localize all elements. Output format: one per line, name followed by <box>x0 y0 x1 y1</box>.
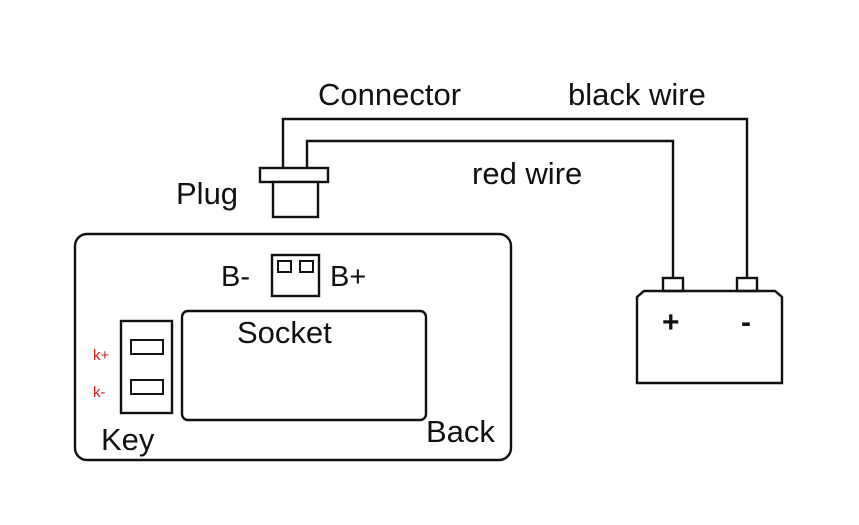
key-housing <box>119 319 174 415</box>
b-plus-label: B+ <box>330 261 366 293</box>
key-connector <box>119 319 174 415</box>
key-label: Key <box>101 422 155 457</box>
socket-label: Socket <box>237 315 332 350</box>
battery-port <box>270 253 321 298</box>
battery-port-pin-minus <box>277 260 292 273</box>
b-minus-label: B- <box>221 261 250 293</box>
key-pin-plus <box>130 339 164 355</box>
battery-port-pin-plus <box>299 260 314 273</box>
battery <box>635 276 784 385</box>
battery-body <box>635 289 784 385</box>
black-wire <box>281 117 749 279</box>
battery-minus-label: - <box>741 306 751 339</box>
battery-terminal-plus <box>661 276 685 293</box>
k-minus-label: k- <box>93 384 106 401</box>
back-label: Back <box>426 414 495 449</box>
device-back-panel <box>73 232 513 462</box>
k-plus-label: k+ <box>93 347 110 364</box>
red-wire-label: red wire <box>472 156 582 191</box>
plug-flange <box>258 166 330 184</box>
plug <box>258 166 330 219</box>
socket <box>180 309 428 422</box>
connector-label: Connector <box>318 77 461 112</box>
black-wire-label: black wire <box>568 77 706 112</box>
plug-body <box>271 180 320 219</box>
plug-label: Plug <box>176 176 238 211</box>
red-wire <box>305 139 675 279</box>
key-pin-minus <box>130 379 164 395</box>
battery-plus-label: + <box>662 306 680 339</box>
battery-port-housing <box>270 253 321 298</box>
battery-terminal-minus <box>735 276 759 293</box>
